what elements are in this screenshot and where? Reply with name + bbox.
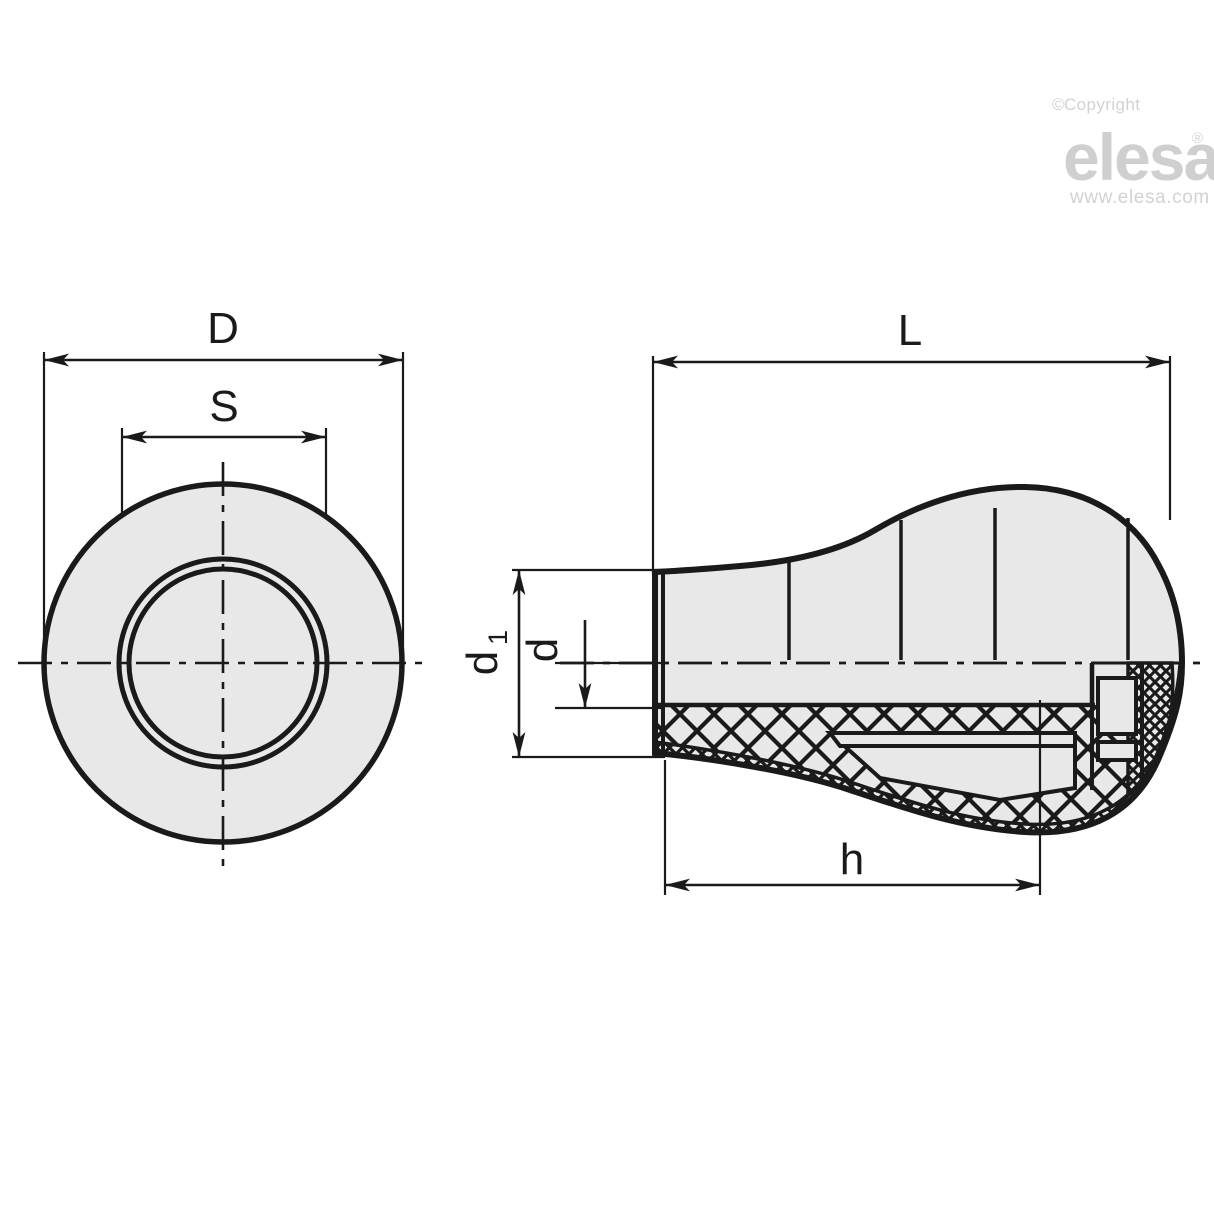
front-centerlines [18, 462, 428, 866]
dimension-label-d1-subscript: 1 [483, 630, 513, 645]
dimension-h: h [663, 700, 1042, 895]
section-cavities [824, 731, 1077, 803]
copyright-text: Copyright [1064, 95, 1140, 114]
dimension-L: L [651, 306, 1172, 575]
dimension-D: D [44, 304, 403, 367]
website-url: www.elesa.com [1069, 187, 1210, 208]
d-extension-lines [42, 352, 405, 672]
front-view: D S [18, 304, 428, 866]
dimension-label-L: L [898, 306, 922, 355]
insert-pocket-upper [1096, 676, 1138, 736]
bore-cavity-upper [825, 731, 1077, 748]
dimension-label-d: d [518, 638, 567, 662]
dimension-label-S: S [209, 382, 238, 431]
insert-pocket-lower [1096, 740, 1138, 762]
registered-mark-icon: ® [1192, 130, 1203, 147]
dimension-label-d1: d [458, 651, 507, 675]
elesa-logo: elesa [1063, 120, 1214, 194]
dimension-d1: d 1 [458, 568, 665, 759]
copyright-symbol-icon: © [1052, 95, 1065, 114]
brand-watermark: Copyright © elesa ® www.elesa.com [1052, 95, 1214, 208]
section-view: L h d 1 [458, 306, 1205, 895]
surface-highlight-lines [787, 508, 1130, 660]
dimension-label-h: h [840, 835, 864, 884]
dimension-label-D: D [207, 304, 239, 353]
dimension-S: S [122, 382, 326, 444]
knob-outline [652, 483, 1186, 836]
dimension-d: d [518, 620, 665, 710]
